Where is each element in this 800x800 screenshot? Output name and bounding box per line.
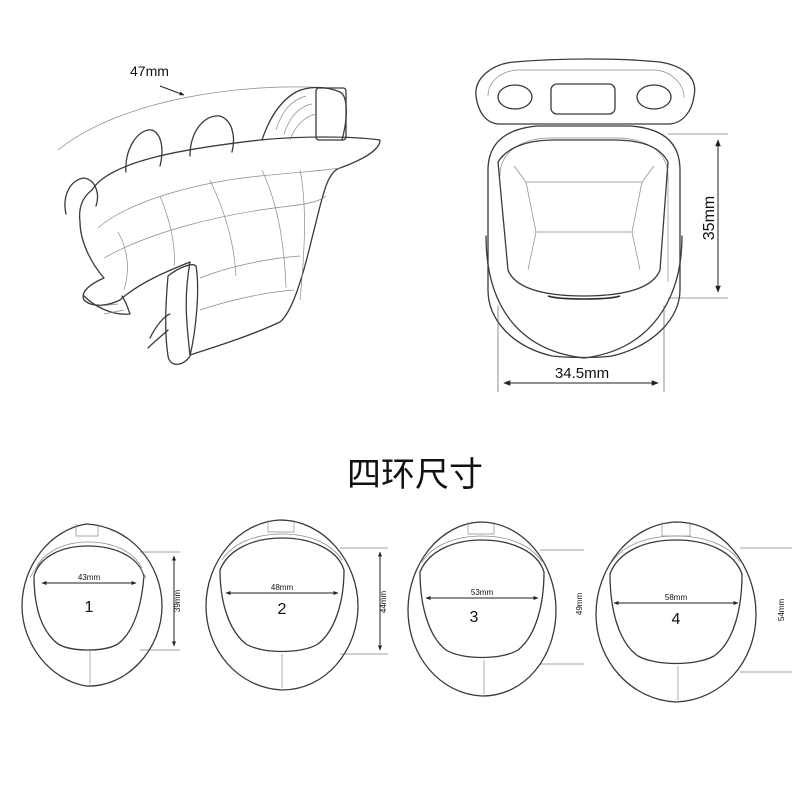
ring-3-number: 3 [470,609,479,626]
side-view-device: 47mm [57,63,381,365]
ring-1-width-label: 43mm [78,573,101,582]
ring-size-1: 43mm 39mm 1 [21,523,182,687]
ring-3-inner [419,539,545,659]
ring-3-height-label: 49mm [575,593,584,616]
cage-body-outline [78,136,381,356]
ring-2-number: 2 [278,601,287,618]
front-view-device: 35mm 34.5mm [475,58,728,392]
height-dimension-label: 35mm [701,196,718,240]
width-dimension-label: 34.5mm [555,365,609,382]
ring-size-4: 58mm 54mm 4 [595,521,792,703]
ring-2-width-label: 48mm [271,583,294,592]
top-nub-1 [125,129,163,173]
ring-4-height-label: 54mm [777,599,786,622]
plate-hole-right [636,84,672,110]
ring-4-inner [609,539,743,665]
section-title: 四环尺寸 [347,455,483,495]
ring-1-number: 1 [85,599,94,616]
top-plate [475,58,696,125]
arc-dimension-arrow [159,85,185,96]
ring-2-height-label: 44mm [379,591,388,614]
ring-2-inner [219,537,345,653]
arc-dimension-label: 47mm [130,63,169,79]
ring-1-inner [33,545,145,651]
ring-size-2: 48mm 44mm 2 [205,519,388,691]
ring-4-width-label: 58mm [665,593,688,602]
top-nub-2 [189,115,235,157]
plate-slot [550,83,616,115]
lock-hook [261,86,347,141]
ring-3-width-label: 53mm [471,588,494,597]
side-nub [64,177,99,215]
ring-1-height-label: 39mm [173,590,182,613]
arc-dimension-line [57,86,331,151]
ring-outer [487,125,681,359]
ring-inner-cavity [497,139,669,297]
lock-block [315,87,347,141]
ring-4-number: 4 [672,611,681,628]
lower-tongue [165,264,199,365]
plate-hole-left [497,84,533,110]
ring-size-3: 53mm 49mm 3 [407,521,584,697]
